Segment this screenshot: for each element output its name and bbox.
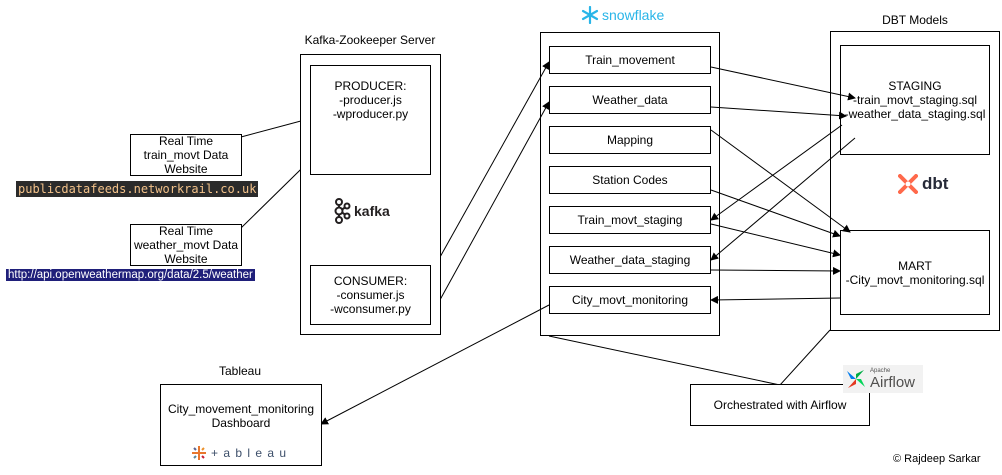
arrow-mart-to-city-monitoring [710, 295, 841, 304]
snowflake-container [540, 32, 720, 336]
kafka-title: Kafka-Zookeeper Server [304, 33, 436, 47]
arrow-staging-to-train-movt-staging [710, 124, 843, 221]
snowflake-logo-text: snowflake [602, 7, 665, 23]
arrow-weather-data-to-staging [710, 106, 847, 120]
weather-source-box: Real Time weather_movt Data Website [130, 224, 242, 266]
sf-item-train-movement: Train_movement [549, 46, 711, 74]
arrow-consumer-to-weather-data [429, 101, 550, 319]
arrow-station-codes-to-mart [710, 189, 841, 238]
credit-text: © Rajdeep Sarkar [893, 453, 981, 465]
dbt-title: DBT Models [882, 13, 948, 27]
sf-item-city-movt-monitoring: City_movt_monitoring [549, 286, 711, 314]
kafka-icon [334, 198, 351, 224]
tableau-dashboard-box: City_movement_monitoring Dashboard [160, 384, 322, 466]
snowflake-logo: snowflake [581, 6, 664, 24]
tableau-logo-text: + a b l e a u [211, 446, 288, 460]
sf-item-mapping: Mapping [549, 126, 711, 154]
airflow-logo-text: Airflow [870, 373, 916, 391]
kafka-logo: kafka [333, 198, 390, 224]
airflow-logo-small: Apache [870, 367, 891, 374]
airflow-icon [847, 370, 865, 388]
dbt-container [830, 31, 1000, 331]
arrow-consumer-to-train-movement [429, 61, 550, 276]
arrow-city-monitoring-to-tableau [320, 304, 550, 425]
tableau-title: Tableau [218, 364, 262, 378]
sf-item-weather-data-staging: Weather_data_staging [549, 246, 711, 274]
sf-item-weather-data: Weather_data [549, 86, 711, 114]
arrow-train-movement-to-staging [710, 66, 856, 101]
producer-box: PRODUCER: -producer.js -wproducer.py [310, 65, 431, 175]
airflow-line-dbt [779, 329, 831, 386]
airflow-logo: Apache Airflow [843, 365, 923, 393]
consumer-box: CONSUMER: -consumer.js -wconsumer.py [310, 265, 431, 325]
arrow-staging-to-weather-data-staging [710, 137, 856, 261]
tableau-icon [192, 446, 206, 460]
tableau-logo: + a b l e a u [191, 445, 287, 461]
dbt-logo: dbt [898, 174, 948, 194]
arrow-train-movt-staging-to-mart [710, 223, 841, 258]
kafka-logo-text: kafka [354, 203, 390, 219]
arrow-mapping-to-mart [710, 129, 851, 233]
dbt-logo-text: dbt [922, 174, 949, 193]
train-source-box: Real Time train_movt Data Website [130, 134, 242, 176]
sf-item-train-movt-staging: Train_movt_staging [549, 206, 711, 234]
snowflake-icon [581, 6, 599, 24]
dbt-icon [898, 174, 918, 194]
dbt-mart-box: MART -City_movt_monitoring.sql [840, 230, 990, 315]
airflow-line-snowflake [548, 335, 781, 386]
arrow-weather-data-staging-to-mart [710, 266, 841, 275]
sf-item-station-codes: Station Codes [549, 166, 711, 194]
dbt-staging-box: STAGING -train_movt_staging.sql -weather… [840, 45, 990, 155]
train-source-url[interactable]: publicdatafeeds.networkrail.co.uk [16, 181, 259, 197]
weather-source-url[interactable]: http://api.openweathermap.org/data/2.5/w… [6, 269, 255, 281]
airflow-box: Orchestrated with Airflow [690, 384, 870, 426]
